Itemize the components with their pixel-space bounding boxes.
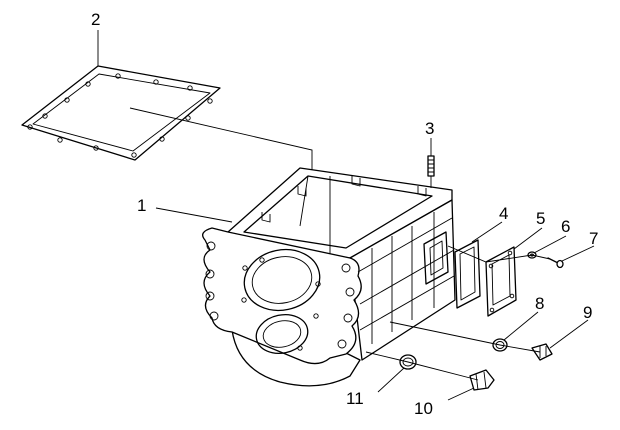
callout-10: 10 xyxy=(414,399,433,418)
leader-lines xyxy=(97,30,595,401)
leader-5 xyxy=(513,227,543,250)
callout-7: 7 xyxy=(589,229,598,248)
assembly-line-side xyxy=(447,245,551,263)
callout-3: 3 xyxy=(425,119,434,138)
callout-5: 5 xyxy=(536,209,545,228)
assembly-line-plugs xyxy=(389,321,541,353)
assembly-line-lower xyxy=(365,351,479,381)
callout-11: 11 xyxy=(346,389,364,408)
part-1-housing xyxy=(202,167,456,387)
housing-upper-bore xyxy=(243,248,321,312)
part-9-plug xyxy=(531,343,553,361)
part-7-screw xyxy=(547,257,564,269)
leader-10 xyxy=(447,387,475,401)
leader-9 xyxy=(549,319,589,349)
part-5-side-cover xyxy=(485,246,517,317)
housing-front-flange xyxy=(202,227,362,365)
gasket-alignment-line xyxy=(129,107,313,172)
leader-7 xyxy=(561,245,595,262)
housing-side-port xyxy=(423,231,449,285)
leader-4 xyxy=(471,221,503,243)
housing-lower-bore xyxy=(255,313,309,355)
callout-9: 9 xyxy=(583,303,592,322)
part-3-stud xyxy=(427,155,435,188)
gasket-bolt-holes xyxy=(27,73,213,158)
callout-4: 4 xyxy=(499,204,508,223)
leader-1 xyxy=(155,207,233,223)
part-2-gasket xyxy=(21,65,221,161)
callout-8: 8 xyxy=(535,294,544,313)
leader-6 xyxy=(533,235,567,254)
leader-8 xyxy=(503,311,539,341)
callout-1: 1 xyxy=(137,196,146,215)
callout-2: 2 xyxy=(91,10,100,29)
leader-11 xyxy=(377,367,405,393)
housing-top-opening xyxy=(243,175,433,249)
callout-labels: 1 2 3 4 5 6 7 8 9 10 11 xyxy=(91,10,598,418)
part-10-plug xyxy=(469,369,495,391)
callout-6: 6 xyxy=(561,217,570,236)
